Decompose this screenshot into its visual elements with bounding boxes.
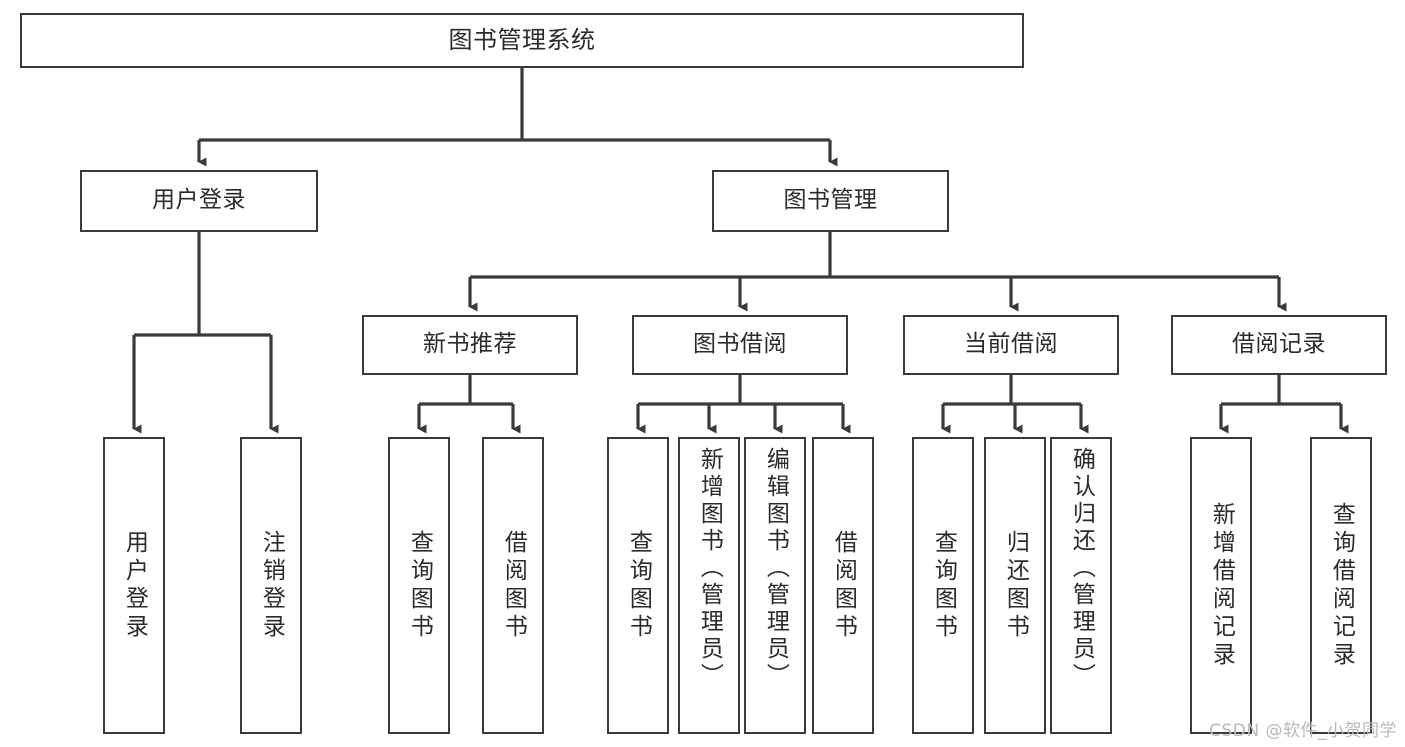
node-label: 查询图书 <box>930 529 957 642</box>
node-label: 借阅图书 <box>830 529 857 642</box>
node-root-system[interactable]: 图书管理系统 <box>20 13 1024 68</box>
node-user-login[interactable]: 用户登录 <box>80 170 318 232</box>
node-label: 查询图书 <box>406 529 433 642</box>
leaf-confirm-return-admin[interactable]: 确认归还（管理员） <box>1050 437 1112 734</box>
leaf-query-book-borrow[interactable]: 查询图书 <box>607 437 669 734</box>
leaf-logout[interactable]: 注销登录 <box>240 437 302 734</box>
node-label: 新书推荐 <box>423 331 517 358</box>
leaf-return-book[interactable]: 归还图书 <box>984 437 1046 734</box>
csdn-watermark: CSDN @软件_小贺同学 <box>1209 721 1397 741</box>
node-label: 查询图书 <box>625 529 652 642</box>
node-label: 用户登录 <box>121 529 148 642</box>
node-label: 当前借阅 <box>964 331 1058 358</box>
node-label: 注销登录 <box>258 529 285 642</box>
leaf-add-borrow-record[interactable]: 新增借阅记录 <box>1190 437 1252 734</box>
node-label: 用户登录 <box>152 187 246 214</box>
node-label: 图书管理系统 <box>448 26 596 55</box>
leaf-edit-book-admin[interactable]: 编辑图书（管理员） <box>744 437 806 734</box>
node-new-book-recommend[interactable]: 新书推荐 <box>362 315 578 375</box>
node-label: 借阅图书 <box>500 529 527 642</box>
leaf-query-book-current[interactable]: 查询图书 <box>912 437 974 734</box>
node-label: 编辑图书（管理员） <box>762 447 789 690</box>
node-current-borrow[interactable]: 当前借阅 <box>903 315 1119 375</box>
node-label: 确认归还（管理员） <box>1068 447 1095 690</box>
node-label: 新增借阅记录 <box>1208 501 1235 670</box>
node-borrow-records[interactable]: 借阅记录 <box>1171 315 1387 375</box>
node-label: 归还图书 <box>1002 529 1029 642</box>
node-label: 图书管理 <box>783 187 878 214</box>
node-label: 新增图书（管理员） <box>696 447 723 690</box>
leaf-query-book-recommend[interactable]: 查询图书 <box>388 437 450 734</box>
leaf-borrow-book-recommend[interactable]: 借阅图书 <box>482 437 544 734</box>
node-label: 查询借阅记录 <box>1328 501 1355 670</box>
leaf-add-book-admin[interactable]: 新增图书（管理员） <box>678 437 740 734</box>
leaf-query-borrow-record[interactable]: 查询借阅记录 <box>1310 437 1372 734</box>
leaf-borrow-book[interactable]: 借阅图书 <box>812 437 874 734</box>
node-book-management[interactable]: 图书管理 <box>712 170 949 232</box>
node-label: 借阅记录 <box>1232 331 1326 358</box>
leaf-user-login[interactable]: 用户登录 <box>103 437 165 734</box>
node-book-borrow[interactable]: 图书借阅 <box>632 315 848 375</box>
node-label: 图书借阅 <box>693 331 787 358</box>
